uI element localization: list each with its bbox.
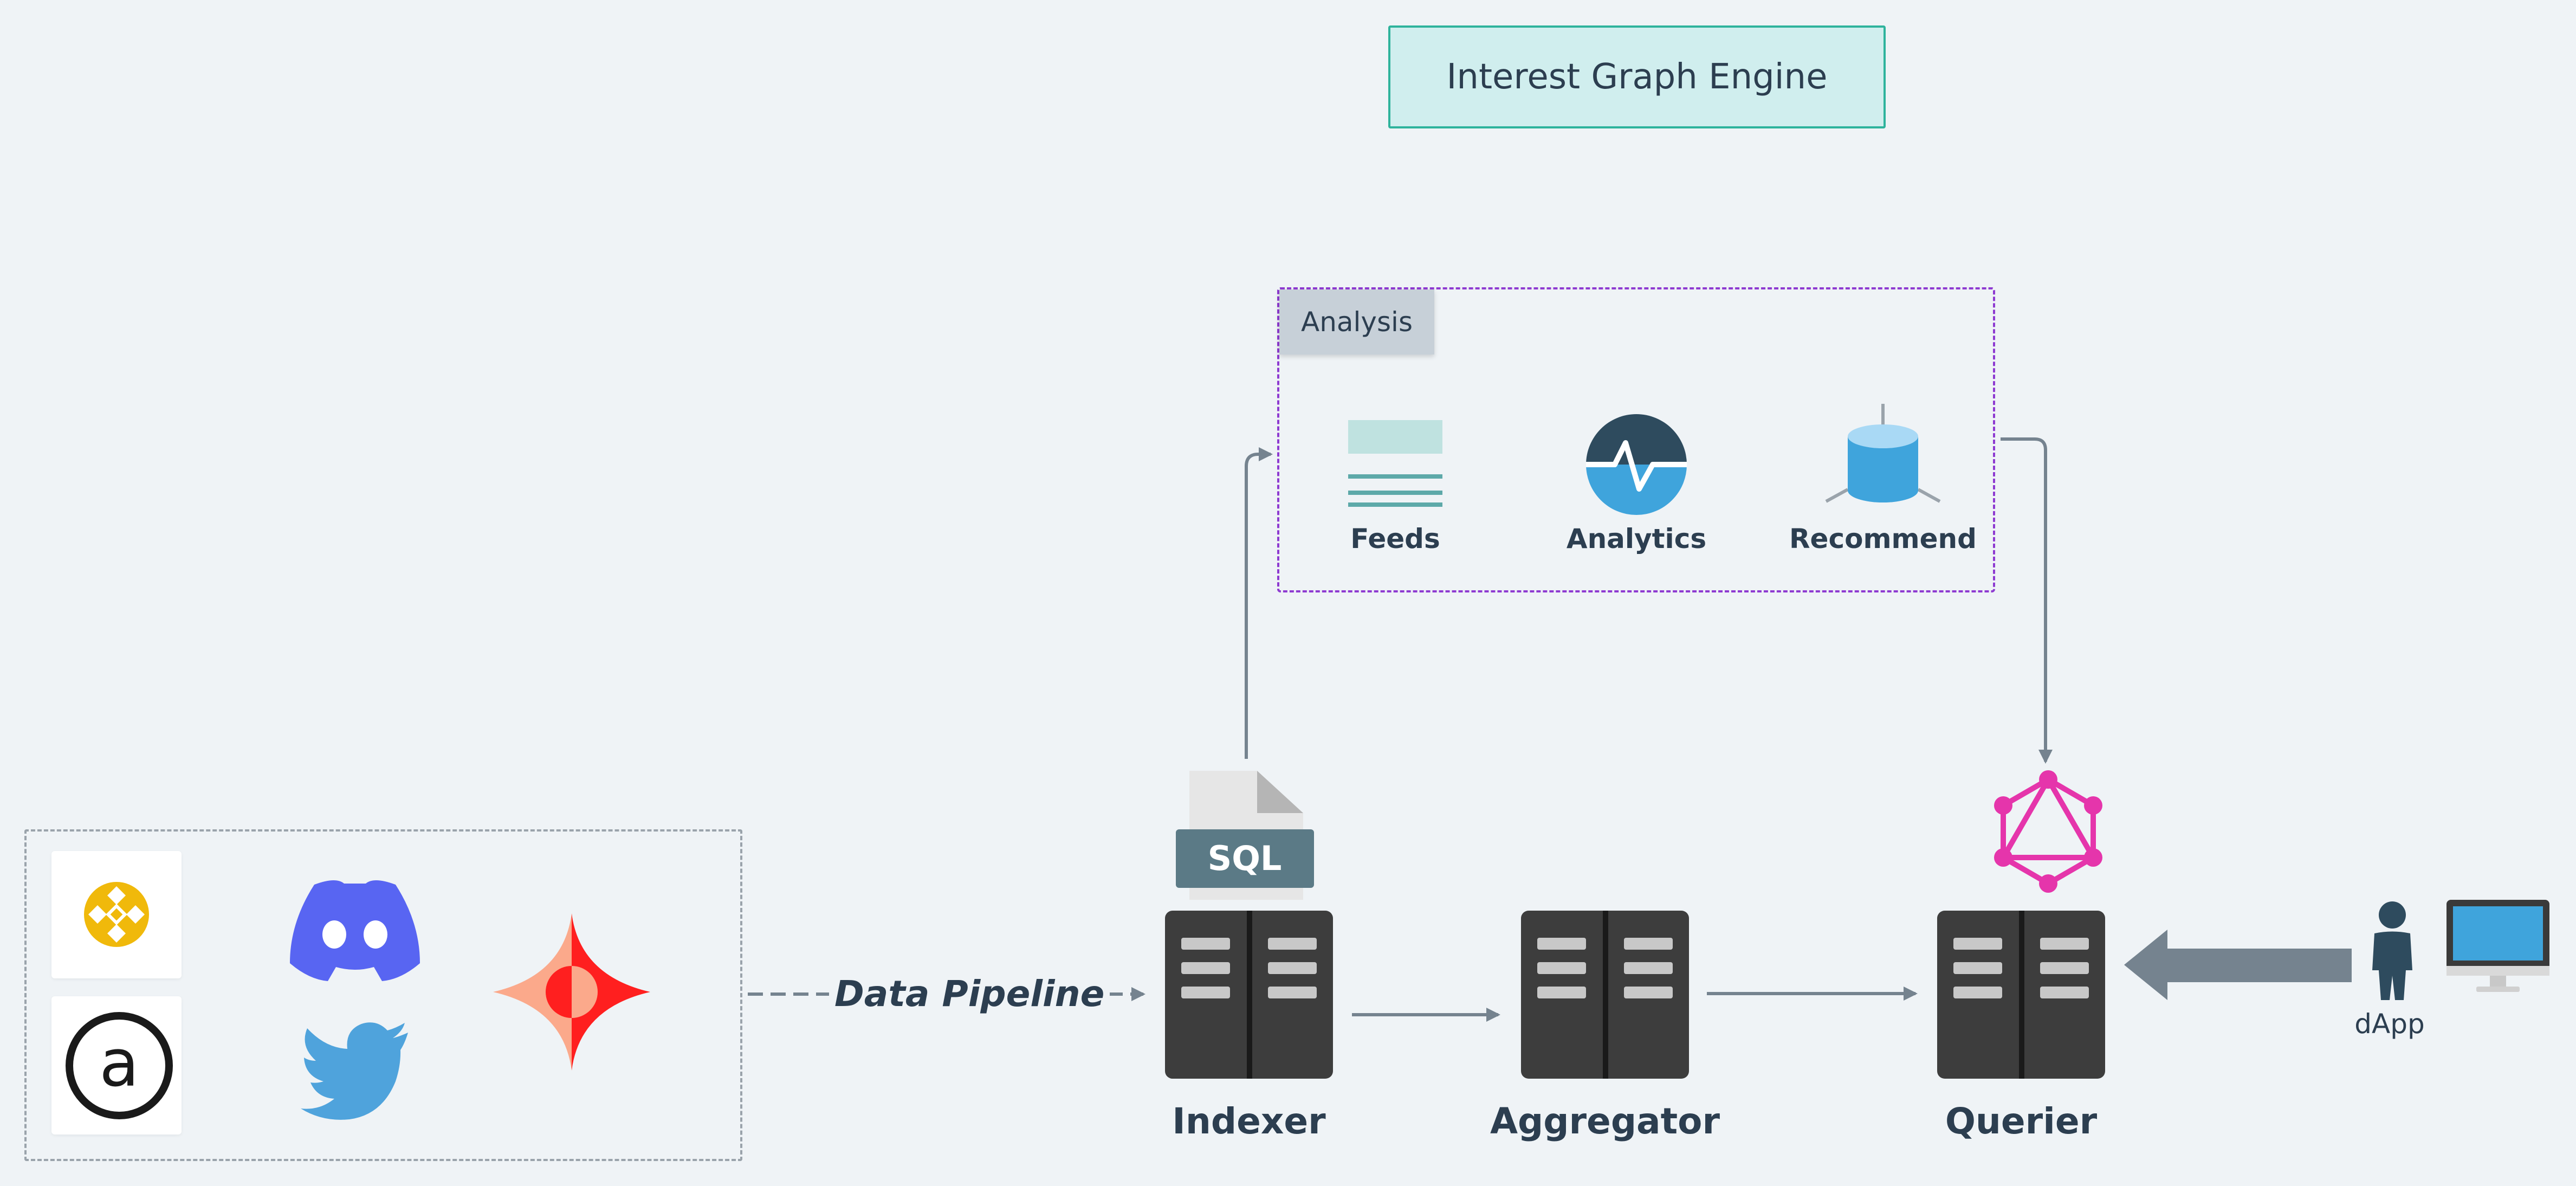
title-box: Interest Graph Engine [1388,25,1886,128]
arweave-icon: a [66,1012,173,1119]
arweave-tile: a [51,996,182,1135]
user-icon [2372,901,2412,1000]
analysis-to-querier-arrow [2001,437,2053,764]
binance-icon [84,882,149,947]
querier-server-icon [1937,911,2105,1079]
indexer-to-analysis-arrow [1245,447,1273,759]
analysis-tag: Analysis [1279,289,1434,354]
monitor-icon [2446,900,2549,992]
aggregator-label: Aggregator [1490,1100,1720,1142]
sql-badge-text: SQL [1208,839,1282,878]
analytics-label: Analytics [1566,523,1707,555]
discord-icon [290,880,420,981]
recommend-label: Recommend [1789,523,1977,555]
analysis-group [1277,287,1995,592]
sql-file-icon: SQL [1176,771,1314,900]
aggregator-server-icon [1521,911,1689,1079]
graphql-icon [1994,770,2102,893]
querier-label: Querier [1945,1100,2098,1142]
analysis-tag-label: Analysis [1300,306,1413,338]
analytics-icon [1586,414,1687,515]
dapp-label: dApp [2354,1008,2425,1040]
feeds-icon [1348,420,1442,507]
twitter-icon [301,1022,408,1120]
mirror-star-icon [493,913,650,1071]
dapp-to-querier-arrow [2124,930,2352,1000]
binance-tile [51,851,182,978]
title-text: Interest Graph Engine [1446,57,1828,97]
database-icon [1825,404,1941,503]
indexer-label: Indexer [1172,1100,1326,1142]
feeds-label: Feeds [1350,523,1440,555]
data-sources-group [24,829,742,1161]
indexer-server-icon [1165,911,1333,1079]
svg-text:a: a [99,1026,139,1101]
pipeline-label: Data Pipeline [829,973,1110,1015]
